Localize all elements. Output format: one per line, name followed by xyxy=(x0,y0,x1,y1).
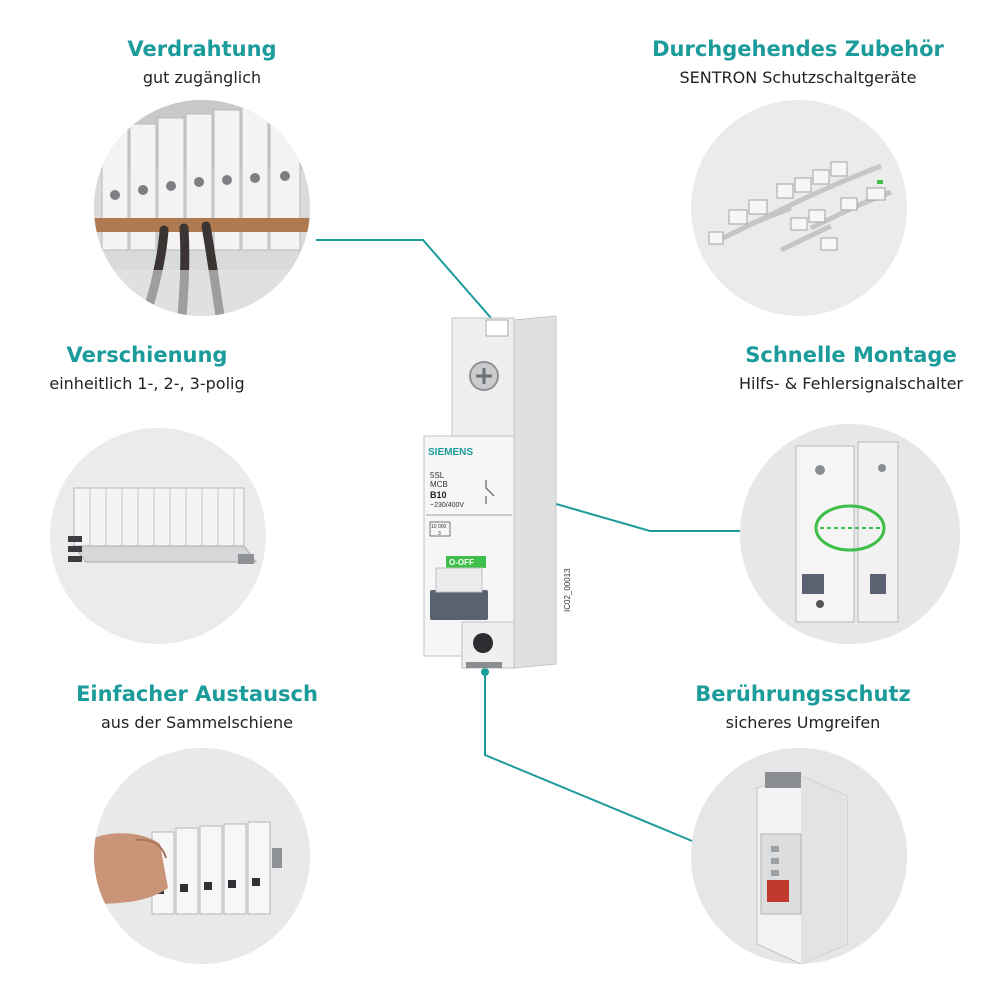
connector-montage xyxy=(510,490,742,532)
exchange-illustration xyxy=(94,748,310,964)
capacity-box xyxy=(429,521,451,537)
photo-verschienung xyxy=(50,428,266,644)
device-side xyxy=(513,315,557,669)
connector-beruehrung xyxy=(484,672,698,844)
switch-indicator xyxy=(446,556,486,568)
photo-zubehoer xyxy=(691,100,907,316)
terminal-slot xyxy=(485,319,509,337)
connector-verdrahtung xyxy=(316,239,499,327)
device-brand: SIEMENS xyxy=(428,447,473,458)
device-rating: B10 xyxy=(430,490,447,500)
feature-title: Berührungsschutz xyxy=(695,682,911,706)
image-id: IC02_00013 xyxy=(563,568,572,612)
caption-montage: Schnelle Montage Hilfs- & Fehlersignalsc… xyxy=(706,342,996,395)
switch-label: O-OFF xyxy=(449,558,474,567)
busbar-illustration xyxy=(68,487,257,564)
caption-verdrahtung: Verdrahtung gut zugänglich xyxy=(102,36,302,89)
feature-title: Verdrahtung xyxy=(127,37,277,61)
feature-subtitle: aus der Sammelschiene xyxy=(101,713,293,732)
caption-verschienung: Verschienung einheitlich 1-, 2-, 3-polig xyxy=(22,342,272,395)
feature-subtitle: einheitlich 1-, 2-, 3-polig xyxy=(49,374,245,393)
feature-subtitle: sicheres Umgreifen xyxy=(725,713,881,732)
feature-title: Durchgehendes Zubehör xyxy=(652,37,944,61)
feature-subtitle: SENTRON Schutzschaltgeräte xyxy=(679,68,917,87)
feature-title: Schnelle Montage xyxy=(745,343,957,367)
photo-verdrahtung xyxy=(94,100,310,316)
device-type: MCB xyxy=(430,480,448,489)
bottom-terminal-hole xyxy=(473,633,493,653)
photo-montage xyxy=(740,424,960,644)
feature-subtitle: Hilfs- & Fehlersignalschalter xyxy=(738,374,964,393)
switch-symbol-icon xyxy=(485,480,495,504)
device-capacity-class: 3 xyxy=(438,531,441,537)
connector-dot-bottom xyxy=(481,668,489,676)
photo-austausch xyxy=(94,748,310,964)
caption-beruehrung: Berührungsschutz sicheres Umgreifen xyxy=(683,681,923,734)
switch-lever xyxy=(430,590,488,620)
accessories-illustration xyxy=(708,161,892,253)
caption-zubehoer: Durchgehendes Zubehör SENTRON Schutzscha… xyxy=(638,36,958,89)
device-model: 5SL xyxy=(430,471,445,480)
touch-protection-illustration xyxy=(691,748,907,964)
device-capacity: 10 000 xyxy=(431,524,447,530)
feature-title: Verschienung xyxy=(66,343,228,367)
caption-austausch: Einfacher Austausch aus der Sammelschien… xyxy=(62,681,332,734)
auxiliary-switch-illustration xyxy=(740,424,960,644)
feature-subtitle: gut zugänglich xyxy=(142,68,262,87)
photo-beruehrung xyxy=(691,748,907,964)
device-voltage: ~230/400V xyxy=(430,502,464,509)
feature-title: Einfacher Austausch xyxy=(76,682,318,706)
wiring-illustration xyxy=(94,100,310,316)
